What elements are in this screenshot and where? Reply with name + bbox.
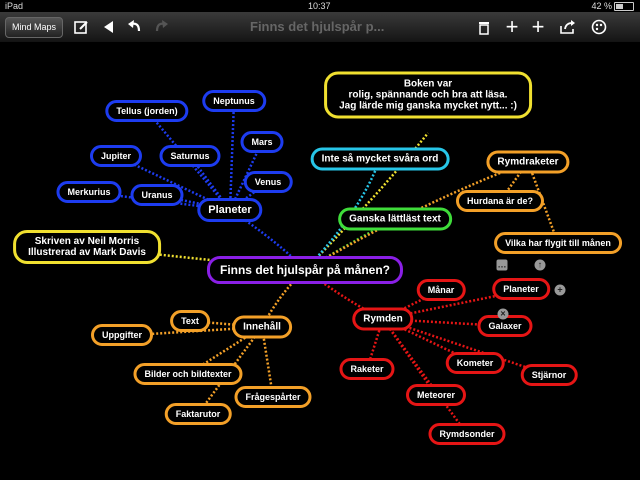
- compose-icon[interactable]: [70, 12, 92, 46]
- node-uranus[interactable]: Uranus: [130, 184, 184, 206]
- node-venus[interactable]: Venus: [243, 171, 293, 193]
- node-ganska-lattlast[interactable]: Ganska lättläst text: [338, 207, 452, 231]
- node-bilder[interactable]: Bilder och bildtexter: [133, 363, 243, 385]
- node-meteorer[interactable]: Meteorer: [405, 384, 467, 406]
- add-node-icon[interactable]: +: [554, 284, 566, 296]
- node-stjarnor[interactable]: Stjärnor: [520, 364, 578, 386]
- boken-line-2: rolig, spännande och bra att läsa.: [348, 89, 508, 101]
- share-icon[interactable]: [557, 12, 579, 43]
- node-rymden[interactable]: Rymden: [352, 307, 414, 331]
- collapse-icon[interactable]: ×: [497, 308, 509, 320]
- battery-percent: 42 %: [591, 1, 612, 11]
- node-raketer[interactable]: Raketer: [339, 358, 395, 380]
- move-up-icon[interactable]: ↑: [534, 259, 546, 271]
- device-label: iPad: [5, 1, 24, 11]
- node-rymdsonder[interactable]: Rymdsonder: [428, 423, 506, 445]
- node-fragesparter[interactable]: Frågespårter: [234, 386, 312, 408]
- node-kometer[interactable]: Kometer: [445, 352, 505, 374]
- node-mars[interactable]: Mars: [240, 131, 284, 153]
- node-manar[interactable]: Månar: [416, 279, 466, 301]
- node-faktarutor[interactable]: Faktarutor: [164, 403, 232, 425]
- status-bar: iPad 10:37 42 %: [0, 0, 640, 12]
- undo-icon[interactable]: [124, 12, 146, 44]
- author-line-2: Illustrerad av Mark Davis: [28, 247, 146, 258]
- node-text[interactable]: Text: [170, 310, 210, 332]
- node-uppgifter[interactable]: Uppgifter: [91, 324, 153, 346]
- node-innehall[interactable]: Innehåll: [232, 315, 292, 339]
- add-icon[interactable]: +: [505, 14, 519, 39]
- redo-icon[interactable]: [150, 12, 172, 44]
- boken-line-3: Jag lärde mig ganska mycket nytt... :): [339, 100, 517, 112]
- mindmap-canvas[interactable]: Tellus (jorden) Neptunus Jupiter Saturnu…: [0, 43, 640, 480]
- node-center[interactable]: Finns det hjulspår på månen?: [206, 256, 404, 284]
- node-saturnus[interactable]: Saturnus: [159, 145, 221, 167]
- palette-icon[interactable]: [588, 12, 610, 44]
- document-title: Finns det hjulspår p...: [250, 19, 385, 34]
- add-child-icon[interactable]: +: [531, 14, 545, 39]
- node-author[interactable]: Skriven av Neil Morris Illustrerad av Ma…: [13, 230, 161, 264]
- boken-line-1: Boken var: [403, 78, 453, 90]
- clock: 10:37: [308, 1, 331, 11]
- more-options-icon[interactable]: …: [496, 259, 508, 271]
- toolbar: Mind Maps Finns det hjulspår p... + +: [0, 12, 640, 43]
- author-line-1: Skriven av Neil Morris: [34, 236, 140, 247]
- node-planeter-rymden[interactable]: Planeter: [492, 278, 550, 300]
- trash-icon[interactable]: [474, 12, 494, 44]
- node-hurdana[interactable]: Hurdana är de?: [455, 190, 545, 212]
- back-icon[interactable]: [99, 12, 117, 43]
- mind-maps-button[interactable]: Mind Maps: [5, 17, 64, 38]
- node-planeter[interactable]: Planeter: [197, 198, 263, 222]
- node-boken[interactable]: Boken var rolig, spännande och bra att l…: [324, 71, 532, 119]
- node-neptunus[interactable]: Neptunus: [202, 90, 266, 112]
- node-inte-svara-ord[interactable]: Inte så mycket svåra ord: [310, 147, 450, 171]
- battery-icon: [614, 2, 634, 11]
- node-merkurius[interactable]: Merkurius: [56, 181, 122, 203]
- node-rymdraketer[interactable]: Rymdraketer: [486, 150, 570, 174]
- node-jupiter[interactable]: Jupiter: [89, 145, 143, 167]
- node-vilka[interactable]: Vilka har flygit till månen: [494, 232, 622, 254]
- node-tellus[interactable]: Tellus (jorden): [105, 100, 189, 122]
